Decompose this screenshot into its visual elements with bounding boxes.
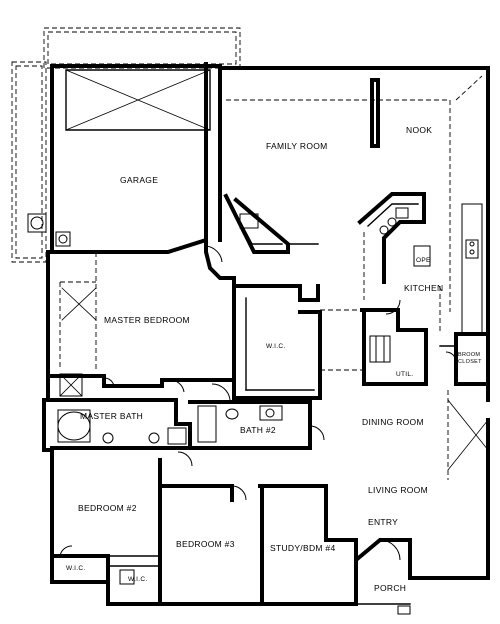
- kitchen-counter: [439, 203, 483, 335]
- garage-walls: [27, 62, 222, 254]
- label-family-room: FAMILY ROOM: [266, 141, 328, 151]
- label-broom-closet-line2: CLOSET: [458, 359, 482, 365]
- label-bath-2: BATH #2: [240, 425, 276, 435]
- master-wic-walls: [232, 284, 362, 400]
- bedroom-walls: [50, 448, 358, 602]
- bath-2-walls: [188, 400, 312, 450]
- label-study-bdm-4: STUDY/BDM #4: [270, 543, 336, 553]
- label-nook: NOOK: [406, 125, 433, 135]
- label-kitchen: KITCHEN: [404, 283, 444, 293]
- label-wic-bedroom-2: W.I.C.: [66, 565, 86, 572]
- label-entry: ENTRY: [368, 517, 399, 527]
- label-bedroom-2: BEDROOM #2: [78, 503, 137, 513]
- label-master-bath: MASTER BATH: [80, 411, 144, 421]
- label-master-bedroom: MASTER BEDROOM: [104, 315, 190, 325]
- label-master-wic: W.I.C.: [266, 343, 286, 350]
- label-broom-closet-line1: BROOM: [458, 352, 481, 358]
- label-ope: OPE: [416, 257, 431, 264]
- label-wic-bedroom-3: W.I.C.: [128, 576, 148, 583]
- family-room-walls: [204, 75, 483, 312]
- label-garage: GARAGE: [120, 175, 159, 185]
- kitchen-island: [357, 192, 431, 300]
- label-bedroom-3: BEDROOM #3: [176, 539, 235, 549]
- door-swings: [59, 245, 457, 561]
- utility-walls: [360, 308, 490, 386]
- fireplace: [223, 193, 319, 254]
- label-dining-room: DINING ROOM: [362, 417, 424, 427]
- master-bath-walls: [42, 373, 192, 450]
- label-util: UTIL.: [396, 371, 414, 378]
- label-porch: PORCH: [374, 583, 407, 593]
- label-living-room: LIVING ROOM: [368, 485, 428, 495]
